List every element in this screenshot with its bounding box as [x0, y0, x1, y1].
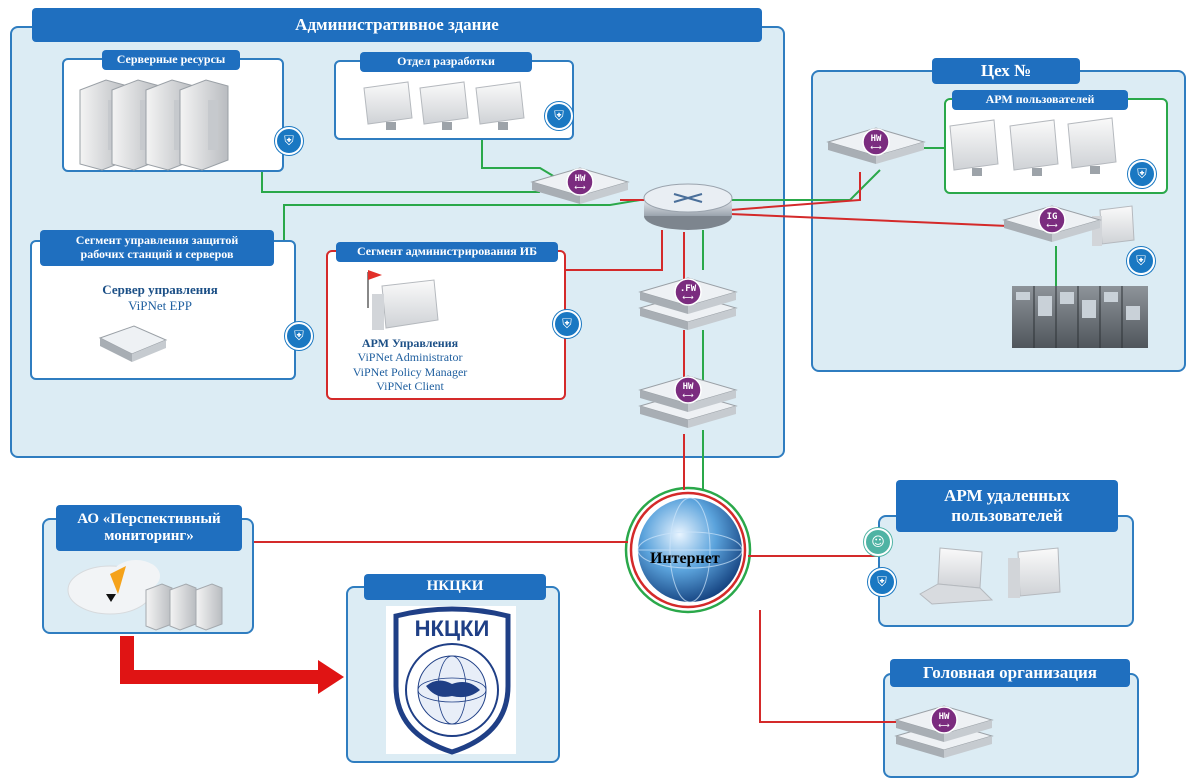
monitoring-label-line2: мониторинг» [104, 528, 194, 544]
internet-label: Интернет [650, 550, 720, 567]
hw-gateway-head-org-badge [930, 706, 958, 734]
fw-gateway-arrow-icon: ⟷ [682, 293, 694, 302]
hw-gateway-core-tag: HW [575, 174, 586, 184]
epp-server-title: Сервер управления [102, 282, 218, 297]
hw-gateway-head-org: HW⟷ [894, 705, 994, 758]
hw-gateway-head-org-arrow-icon: ⟷ [938, 721, 950, 730]
fw-gateway-badge [674, 278, 702, 306]
monitoring-servers [145, 583, 223, 631]
hw-gateway-core: HW⟷ [530, 167, 630, 204]
remote-users-label: АРМ удаленных пользователей [896, 480, 1118, 532]
remote-users-label-line2: пользователей [951, 506, 1063, 525]
workshop-workstations [949, 117, 1117, 176]
hw-gateway-head-org-tag: HW [939, 712, 950, 722]
arm-software-2: ViPNet Policy Manager [352, 364, 468, 379]
shield-icon: ⛨ [1127, 247, 1155, 275]
endpoint-segment-label: Сегмент управления защитой рабочих станц… [40, 230, 274, 266]
workshop-label: Цех № [932, 58, 1080, 84]
user-workstations-label: АРМ пользователей [952, 90, 1128, 110]
server-towers [79, 79, 229, 171]
shield-icon: ⛨ [1128, 160, 1156, 188]
shield-icon: ⛨ [553, 310, 581, 338]
epp-server [98, 325, 168, 362]
shield-icon: ⛨ [545, 102, 573, 130]
remote-users-label-line1: АРМ удаленных [944, 486, 1070, 506]
arm-software-1: ViPNet Administrator [357, 350, 463, 365]
hw-gateway-perimeter-badge [674, 376, 702, 404]
hw-gateway-workshop: HW⟷ [826, 127, 926, 164]
epp-server-caption: Сервер управления ViPNet EPP [60, 282, 260, 313]
nkcki-logo [386, 606, 516, 755]
report-arrow [120, 636, 344, 694]
monitoring-label-line1: АО «Перспективный [77, 510, 221, 527]
nkcki-label: НКЦКИ [364, 574, 546, 600]
control-cabinets [1012, 286, 1148, 348]
hw-gateway-workshop-badge [862, 128, 890, 156]
head-org-label: Головная организация [890, 659, 1130, 687]
industrial-workstation [1092, 205, 1135, 246]
nkcki-logo-title: НКЦКИ [415, 616, 490, 641]
hw-gateway-core-arrow-icon: ⟷ [574, 183, 586, 192]
epp-server-product: ViPNet EPP [128, 297, 192, 313]
shield-icon: ⛨ [285, 322, 313, 350]
hw-gateway-workshop-tag: HW [871, 134, 882, 144]
monitoring-cloud [67, 560, 160, 615]
dev-workstations [363, 81, 525, 130]
server-resources-label: Серверные ресурсы [102, 50, 240, 70]
hw-gateway-perimeter-tag: HW [683, 382, 694, 392]
remote-desktop [1008, 547, 1061, 598]
ig-gateway-tag: IG [1047, 212, 1058, 222]
arm-workstation [367, 270, 439, 330]
hw-gateway-perimeter-arrow-icon: ⟷ [682, 391, 694, 400]
core-router [643, 183, 733, 230]
endpoint-segment-label-line2: рабочих станций и серверов [80, 247, 234, 261]
fw-gateway-tag: .FW [680, 284, 697, 294]
dev-department-label: Отдел разработки [360, 52, 532, 72]
ib-admin-segment-label: Сегмент администрирования ИБ [336, 242, 558, 262]
hw-gateway-core-badge [566, 168, 594, 196]
user-icon: ☺ [864, 528, 892, 556]
internet-globe [637, 497, 743, 603]
ig-gateway: IG⟷ [1002, 205, 1102, 242]
fw-gateway: .FW⟷ [638, 277, 738, 330]
ig-gateway-arrow-icon: ⟷ [1046, 221, 1058, 230]
arm-caption: АРМ Управления ViPNet Administrator ViPN… [330, 336, 490, 394]
monitoring-label: АО «Перспективный мониторинг» [56, 505, 242, 551]
endpoint-segment-label-line1: Сегмент управления защитой [75, 233, 239, 248]
admin-building-label: Административное здание [32, 8, 762, 42]
hw-gateway-workshop-arrow-icon: ⟷ [870, 143, 882, 152]
arm-software-3: ViPNet Client [376, 379, 444, 394]
ig-gateway-badge [1038, 206, 1066, 234]
remote-laptop [919, 547, 994, 605]
shield-icon: ⛨ [868, 568, 896, 596]
remote-users-zone [878, 515, 1134, 627]
hw-gateway-perimeter: HW⟷ [638, 375, 738, 428]
shield-icon: ⛨ [275, 127, 303, 155]
arm-title: АРМ Управления [361, 336, 459, 350]
